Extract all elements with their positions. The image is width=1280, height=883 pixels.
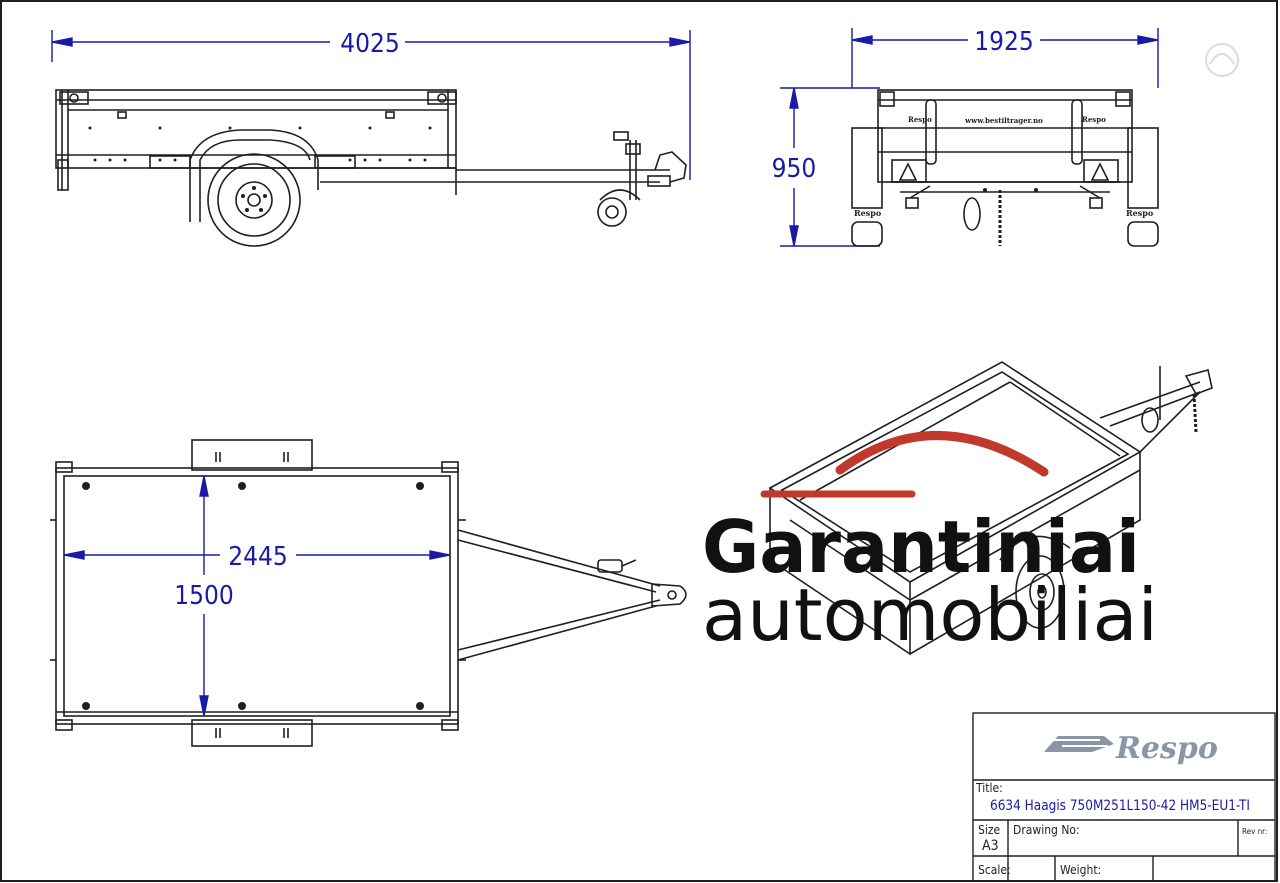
watermark-arc-icon <box>835 431 1049 477</box>
dimension-side-length <box>51 30 691 180</box>
title-block <box>972 712 1276 882</box>
top-view <box>50 439 687 747</box>
dimension-rear-width <box>851 28 1159 88</box>
dimension-top-length <box>63 550 451 560</box>
weight-label: Weight: <box>1060 863 1101 877</box>
rear-view-labels: www.bestiltrager.no Respo Respo Respo Re… <box>854 115 1154 218</box>
rear-view <box>780 28 1159 247</box>
title-label: Title: <box>975 781 1003 795</box>
dimension-top-width <box>199 475 209 717</box>
dim-text-rear-height: 950 <box>772 154 817 184</box>
watermark-line2: automobiliai <box>702 573 1158 657</box>
drawing-no-label: Drawing No: <box>1013 823 1080 837</box>
rev-label: Rev nr: <box>1242 827 1267 836</box>
title-block-brand: Respo <box>1115 731 1218 766</box>
rear-plate-text: www.bestiltrager.no <box>964 116 1043 125</box>
size-label: Size <box>978 823 1001 837</box>
corner-logo-icon <box>1205 43 1239 77</box>
rear-fender-label-right: Respo <box>1126 208 1154 218</box>
isometric-view <box>768 361 1213 656</box>
rear-panel-label-right: Respo <box>1082 115 1106 124</box>
dim-text-rear-width: 1925 <box>974 27 1034 57</box>
size-value: A3 <box>982 838 999 854</box>
rear-panel-label-left: Respo <box>908 115 932 124</box>
dim-text-top-width: 1500 <box>174 581 234 611</box>
title-value: 6634 Haagis 750M251L150-42 HM5-EU1-TI <box>990 798 1250 814</box>
watermark: Garantiniai automobiliai <box>702 431 1158 657</box>
scale-label: Scale: <box>978 863 1011 877</box>
dim-text-top-length: 2445 <box>228 542 288 572</box>
watermark-line1: Garantiniai <box>702 505 1140 589</box>
rear-fender-label-left: Respo <box>854 208 882 218</box>
respo-logo-icon <box>1044 736 1114 752</box>
side-view <box>51 30 691 247</box>
dim-text-side-length: 4025 <box>340 29 400 59</box>
